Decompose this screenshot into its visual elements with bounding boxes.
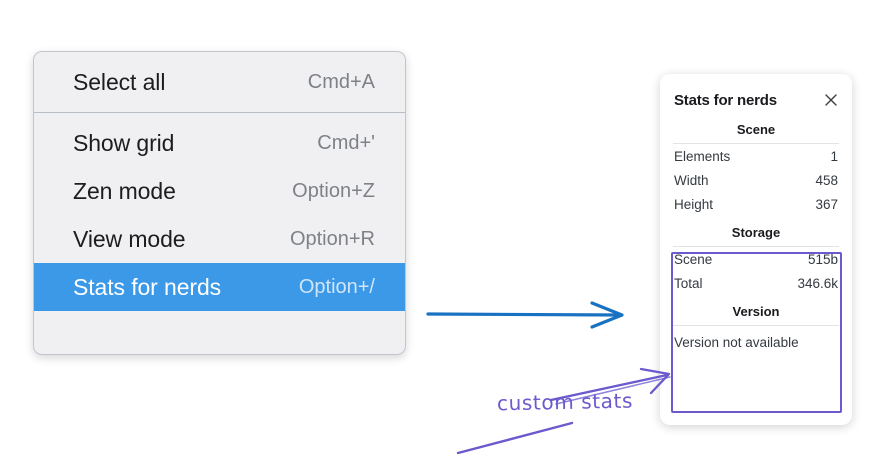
stat-key: Scene [674, 251, 713, 267]
canvas-context-menu[interactable]: Select all Cmd+A Show grid Cmd+' Zen mod… [33, 51, 406, 355]
menu-item-shortcut: Cmd+' [317, 131, 375, 154]
stat-row: Height 367 [671, 192, 841, 216]
menu-item-zen-mode[interactable]: Zen mode Option+Z [34, 167, 405, 215]
stat-row: Total 346.6k [671, 271, 841, 295]
stat-value: 346.6k [797, 275, 838, 291]
section-rule [673, 143, 839, 144]
menu-item-shortcut: Cmd+A [307, 70, 375, 93]
stat-key: Height [674, 196, 714, 212]
purple-underline-stroke [456, 421, 574, 455]
menu-item-shortcut: Option+Z [292, 179, 375, 202]
custom-stats-annotation-label: custom stats [496, 388, 634, 416]
section-heading: Version [732, 304, 780, 319]
stats-for-nerds-panel[interactable]: Stats for nerds Scene Elements 1 Width 4… [660, 74, 852, 425]
menu-item-label: Select all [73, 68, 166, 95]
section-heading: Storage [731, 225, 781, 240]
stat-value: 1 [830, 148, 838, 164]
stat-key: Elements [674, 148, 731, 164]
menu-item-view-mode[interactable]: View mode Option+R [34, 215, 405, 263]
stat-key: Width [674, 172, 709, 188]
stat-value: 515b [807, 251, 838, 267]
menu-group-1: Select all Cmd+A [34, 52, 405, 112]
stats-section-scene: Scene Elements 1 Width 458 Height 367 [671, 113, 841, 216]
menu-item-label: Zen mode [73, 177, 176, 204]
stats-section-storage: Storage Scene 515b Total 346.6k [671, 216, 841, 295]
menu-item-stats-for-nerds[interactable]: Stats for nerds Option+/ [34, 263, 405, 311]
menu-item-shortcut: Option+R [289, 227, 375, 250]
stat-row: Width 458 [671, 168, 841, 192]
stat-key: Total [674, 275, 703, 291]
stat-value: 367 [815, 196, 838, 212]
stats-panel-title: Stats for nerds [674, 91, 777, 109]
menu-item-select-all[interactable]: Select all Cmd+A [34, 58, 405, 106]
stat-row: Scene 515b [671, 247, 841, 271]
section-heading: Scene [736, 122, 776, 137]
section-rule [673, 325, 839, 326]
close-icon[interactable] [822, 91, 840, 109]
menu-item-shortcut: Option+/ [298, 275, 375, 298]
menu-item-label: View mode [73, 225, 186, 252]
stat-value: 458 [815, 172, 838, 188]
stats-section-version: Version Version not available [671, 295, 841, 354]
menu-item-label: Show grid [73, 129, 175, 156]
stats-panel-header: Stats for nerds [671, 87, 841, 113]
menu-group-2: Show grid Cmd+' Zen mode Option+Z View m… [34, 113, 405, 317]
blue-arrow [426, 301, 624, 329]
stat-version-value: Version not available [674, 334, 799, 350]
menu-divider [34, 112, 405, 113]
menu-item-label: Stats for nerds [73, 273, 222, 300]
section-rule [673, 246, 839, 247]
menu-item-show-grid[interactable]: Show grid Cmd+' [34, 119, 405, 167]
stat-row: Elements 1 [671, 144, 841, 168]
